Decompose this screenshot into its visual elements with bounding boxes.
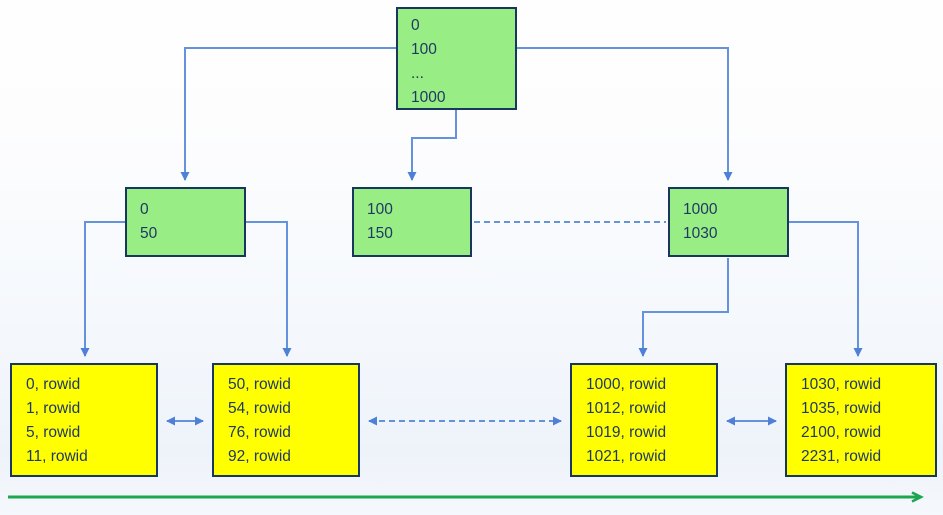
leaf-entry: 1030, rowid [801, 376, 882, 393]
node-key: 1000 [683, 201, 718, 218]
edge-branch-left-to-leaf-1 [80, 221, 125, 357]
node-key: 150 [367, 225, 393, 242]
leaf-entry: 1035, rowid [801, 400, 882, 417]
leaf-entry: 1021, rowid [586, 448, 667, 465]
leaf-block-3: 1000, rowid 1012, rowid 1019, rowid 1021… [570, 363, 718, 477]
leaf-entry: 1, rowid [26, 400, 81, 417]
leaf-block-2: 50, rowid 54, rowid 76, rowid 92, rowid [212, 363, 360, 477]
branch-node-0-50: 0 50 [125, 187, 246, 257]
leaf-entry: 50, rowid [228, 376, 291, 393]
branch-node-100-150: 100 150 [352, 187, 472, 257]
leaf-entry: 54, rowid [228, 400, 291, 417]
leaf-entry: 1019, rowid [586, 424, 667, 441]
node-key: 1000 [411, 89, 446, 106]
branch-node-1000-1030: 1000 1030 [668, 187, 789, 257]
edge-root-to-branch-left [180, 47, 396, 181]
leaf-entry: 5, rowid [26, 424, 81, 441]
leaf-block-4: 1030, rowid 1035, rowid 2100, rowid 2231… [785, 363, 937, 477]
leaf-block-1: 0, rowid 1, rowid 5, rowid 11, rowid [10, 363, 158, 477]
leaf-entry: 0, rowid [26, 376, 81, 393]
root-node: 0 100 ... 1000 [396, 7, 517, 110]
node-key: 100 [367, 201, 393, 218]
leaf-entry: 92, rowid [228, 448, 291, 465]
node-key: 100 [411, 41, 437, 58]
node-key: 1030 [683, 225, 718, 242]
node-key: 0 [411, 17, 420, 34]
leaf-entry: 76, rowid [228, 424, 291, 441]
node-key: ... [411, 65, 424, 82]
leaf-entry: 2231, rowid [801, 448, 882, 465]
leaf-entry: 1000, rowid [586, 376, 667, 393]
edge-root-to-branch-mid [407, 110, 457, 181]
edge-branch-right-to-leaf-3 [638, 258, 729, 357]
node-key: 50 [140, 225, 158, 242]
leaf-entry: 11, rowid [26, 448, 88, 465]
leaf-entry: 1012, rowid [586, 400, 667, 417]
edge-root-to-branch-right [517, 47, 733, 181]
edge-branch-right-to-leaf-4 [789, 221, 863, 357]
leaf-entry: 2100, rowid [801, 424, 882, 441]
edge-branch-left-to-leaf-2 [246, 221, 292, 357]
node-key: 0 [140, 201, 149, 218]
